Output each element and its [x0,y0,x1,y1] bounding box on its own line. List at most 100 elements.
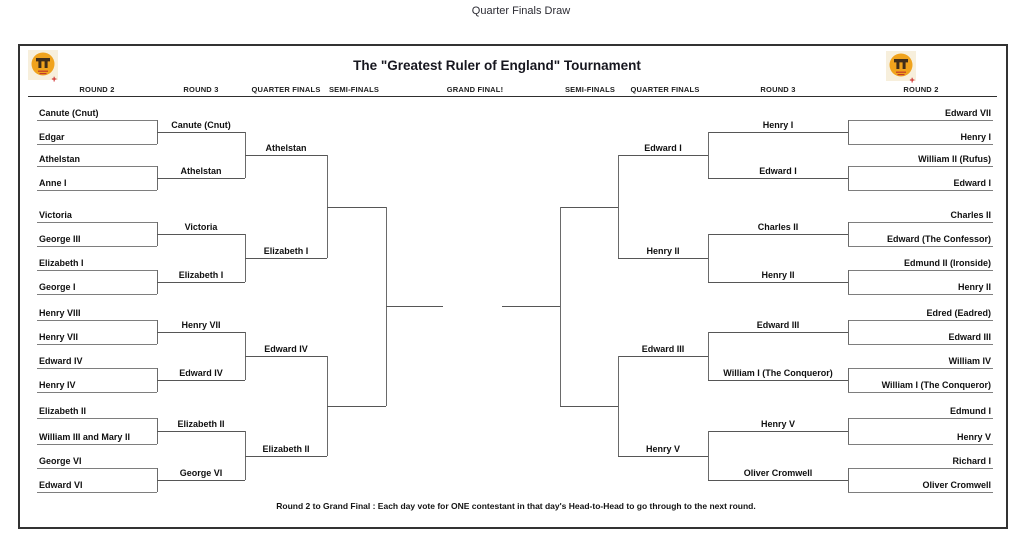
entrant-name: Edward I [953,178,991,188]
round2-slot-line [848,166,993,167]
entrant-name: Henry IV [39,380,76,390]
quarterfinal-winner-line [245,155,327,156]
round2-slot-line [848,246,993,247]
round2-pair-connector [848,468,849,492]
entrant-name: William III and Mary II [39,432,130,442]
round3-winner-line [157,431,245,432]
column-header: ROUND 2 [79,85,115,94]
entrant-name: Elizabeth II [39,406,87,416]
quarterfinal-winner-name: Edward IV [264,344,308,354]
tournament-logo-left: + [28,50,58,84]
round2-slot-line [37,190,157,191]
round2-slot-line [37,270,157,271]
round2-slot-line [848,222,993,223]
entrant-name: Edmund I [950,406,991,416]
column-header: ROUND 3 [183,85,219,94]
round2-slot-line [37,320,157,321]
round2-slot-line [37,392,157,393]
quarterfinal-winner-name: Elizabeth I [263,246,309,256]
column-header: QUARTER FINALS [251,85,321,94]
round2-slot-line [848,392,993,393]
crown-gate-icon: + [28,50,58,84]
round3-winner-line [708,380,848,381]
quarterfinal-winner-name: Athelstan [265,143,307,153]
round2-pair-connector [848,166,849,190]
round3-winner-line [708,332,848,333]
entrant-name: Edmund II (Ironside) [904,258,991,268]
round3-match-connector [708,132,709,178]
crown-gate-icon: + [886,51,916,85]
entrant-name: William II (Rufus) [918,154,991,164]
entrant-name: Henry I [960,132,991,142]
quarterfinal-winner-name: Henry V [645,443,680,454]
entrant-name: Anne I [39,178,67,188]
bracket-board [18,44,1008,529]
grandfinal-line [386,306,443,308]
round3-winner-name: Oliver Cromwell [743,468,813,478]
entrant-name: Canute (Cnut) [39,108,99,118]
round2-slot-line [848,492,993,493]
entrant-name: Edward (The Confessor) [886,234,991,244]
round3-winner-name: Edward III [756,320,800,330]
quarterfinal-winner-line [245,258,327,259]
round3-winner-name: Elizabeth I [178,270,224,280]
tournament-title: The "Greatest Ruler of England" Tourname… [353,58,641,73]
entrant-name: Elizabeth I [39,258,84,268]
semifinal-match-connector [560,206,561,406]
entrant-name: Henry VII [39,332,79,342]
entrant-name: George I [39,282,76,292]
column-header: SEMI-FINALS [328,85,380,94]
round3-winner-line [157,380,245,381]
entrant-name: Henry VIII [39,308,81,318]
round3-winner-line [708,132,848,133]
round3-match-connector [708,431,709,480]
round2-slot-line [848,270,993,271]
quarterfinal-winner-name: Elizabeth II [262,443,310,454]
entrant-name: Oliver Cromwell [922,480,991,490]
round2-slot-line [37,222,157,223]
semifinal-winner-line [327,206,386,208]
column-header: GRAND FINAL! [446,85,504,94]
entrant-name: Edward VI [39,480,83,490]
round3-winner-name: Edward I [759,166,797,176]
quarterfinal-winner-line [618,155,708,156]
round3-winner-line [157,480,245,481]
quarterfinal-winner-name: Edward III [641,344,685,354]
page-title: Quarter Finals Draw [471,5,571,17]
round2-slot-line [848,144,993,145]
grandfinal-line [502,306,560,308]
semifinal-winner-line [560,405,618,407]
round2-slot-line [37,344,157,345]
entrant-name: Edward IV [39,356,83,366]
round2-pair-connector [848,120,849,144]
round3-winner-name: Edward IV [179,368,223,378]
quarterfinal-winner-name: Henry II [646,246,680,256]
round3-winner-name: William I (The Conqueror) [723,368,833,378]
round2-slot-line [37,144,157,145]
entrant-name: William I (The Conqueror) [881,380,991,390]
quarterfinal-match-connector [618,155,619,258]
round2-pair-connector [848,368,849,392]
round2-slot-line [848,468,993,469]
round3-winner-name: George VI [179,468,223,478]
column-header: SEMI-FINALS [564,85,616,94]
round2-slot-line [848,294,993,295]
entrant-name: Athelstan [39,154,81,164]
round3-winner-name: Henry VII [181,320,221,330]
round2-pair-connector [848,270,849,294]
entrant-name: George VI [39,456,82,466]
round2-slot-line [37,120,157,121]
quarterfinal-winner-line [618,258,708,259]
round3-winner-name: Elizabeth II [177,419,225,429]
round3-winner-line [708,234,848,235]
quarterfinal-winner-line [618,356,708,357]
round3-winner-line [708,480,848,481]
quarterfinal-match-connector [618,356,619,456]
quarterfinal-winner-name: Edward I [644,143,682,153]
round2-pair-connector [848,418,849,444]
entrant-name: William IV [948,356,991,366]
header-underline [28,96,997,97]
round3-winner-name: Canute (Cnut) [171,120,231,130]
round2-slot-line [37,468,157,469]
